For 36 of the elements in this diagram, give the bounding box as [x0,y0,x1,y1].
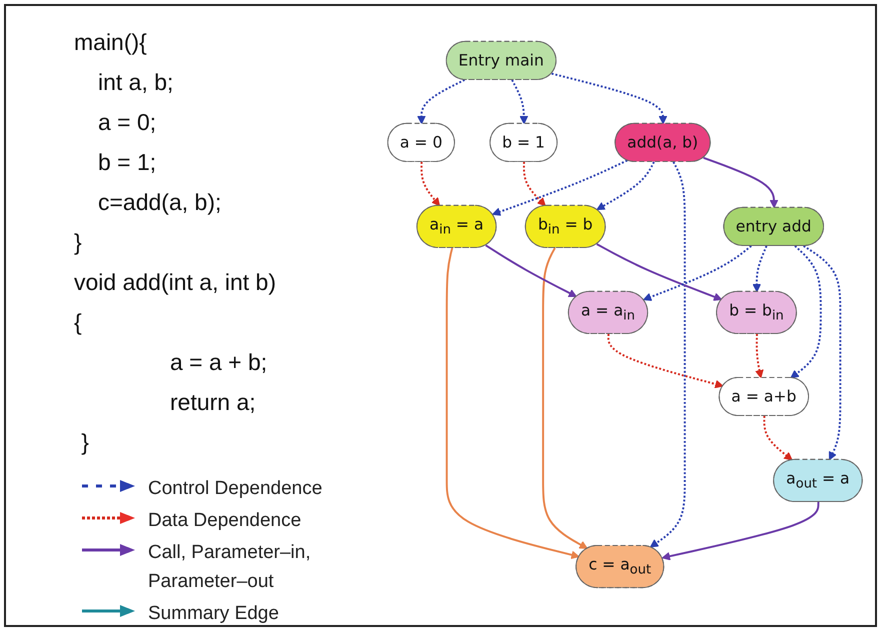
arrow [485,244,577,298]
code-line: a = a + b; [170,349,268,375]
legend-label: Data Dependence [148,509,302,533]
code-line: c=add(a, b); [98,189,222,215]
arrow [763,416,793,460]
code-line: b = 1; [98,149,156,175]
arrow [703,156,778,208]
arrow [417,79,466,124]
arrow [755,334,764,378]
arrow [511,80,528,124]
arrow [662,502,820,560]
arrow [607,334,724,388]
code-line: void add(int a, int b) [74,269,276,295]
code-line: int a, b; [98,69,174,95]
arrow [596,243,722,301]
arrow [551,72,668,124]
arrow [420,162,440,206]
arrow [596,161,655,210]
code-line: } [74,229,82,255]
arrow [650,161,686,548]
arrow [790,245,822,378]
arrow [492,160,628,216]
legend-label: Call, Parameter–in, Parameter–out [148,541,312,594]
code-line: a = 0; [98,109,156,135]
arrow [522,162,546,206]
code-line: main(){ [74,29,147,55]
legend-label: Summary Edge [148,602,280,626]
arrow [446,248,580,560]
code-line: } [81,429,89,455]
code-line: { [74,309,82,335]
arrow [542,248,588,549]
code-line: return a; [170,389,256,415]
arrow [643,245,752,301]
legend-label: Control Dependence [148,477,324,501]
arrow [752,246,768,292]
arrow [803,245,842,460]
